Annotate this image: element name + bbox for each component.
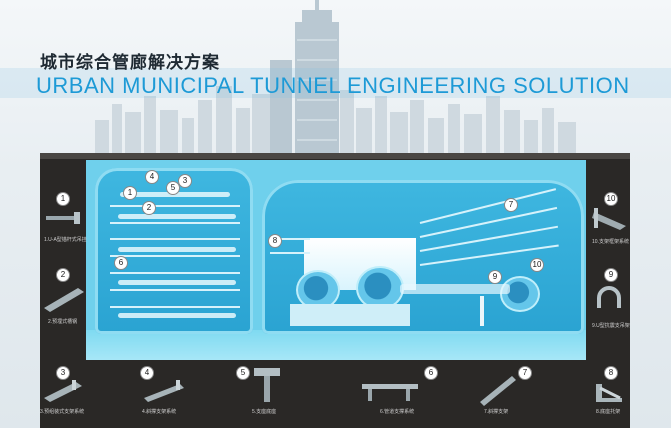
- bottom-item-7-number: 7: [518, 366, 532, 380]
- callout-9: 9: [488, 270, 502, 284]
- page-title-english: URBAN MUNICIPAL TUNNEL ENGINEERING SOLUT…: [36, 73, 630, 98]
- pipe: [400, 284, 510, 294]
- strut-icon: [144, 380, 184, 402]
- callout-2: 2: [142, 201, 156, 215]
- bottom-item-5-number: 5: [236, 366, 250, 380]
- left-item-3-label: 3.预组装式支架系统: [40, 409, 85, 415]
- cable-rack: [110, 289, 240, 291]
- tunnel-floor: [86, 330, 586, 360]
- left-item-1-label: 1.U-A型锚杆式吊挂: [44, 237, 87, 243]
- bottom-item-6-number: 6: [424, 366, 438, 380]
- callout-5: 5: [166, 181, 180, 195]
- right-item-9-label: 9.U型抗震支吊架: [592, 323, 630, 329]
- cable-rack: [110, 238, 240, 240]
- bottom-item-5-label: 5.支座底座: [252, 409, 277, 415]
- city-skyline: [95, 0, 576, 160]
- cable-rack: [110, 272, 240, 274]
- ground-surface-line: [40, 153, 630, 159]
- callout-4: 4: [145, 170, 159, 184]
- pipe: [118, 313, 236, 318]
- large-water-pipe: [500, 276, 540, 312]
- callout-3: 3: [178, 174, 192, 188]
- cable-rack: [110, 205, 240, 207]
- right-item-10-number: 10: [604, 192, 618, 206]
- right-item-8-number: 8: [604, 366, 618, 380]
- bottom-item-4-label: 4.斜撑支架系统: [142, 409, 177, 415]
- cable-rack: [110, 255, 240, 257]
- pipe-support-icon: [362, 384, 418, 401]
- pipe-plinth: [290, 304, 410, 326]
- base-plate-icon: [254, 368, 280, 402]
- right-item-8-label: 8.底座托架: [596, 409, 621, 415]
- bracket-icon: [44, 380, 82, 402]
- cable-rack: [270, 238, 310, 240]
- title-band: [0, 68, 671, 98]
- channel-rail-icon: [44, 288, 84, 312]
- support-post: [480, 296, 484, 326]
- right-item-10-label: 10.支架框架系统: [592, 239, 629, 245]
- callout-7: 7: [504, 198, 518, 212]
- cable-rack: [110, 306, 240, 308]
- diagonal-brace-icon: [480, 376, 516, 406]
- page-title-chinese: 城市综合管廊解决方案: [40, 53, 220, 72]
- callout-8: 8: [268, 234, 282, 248]
- pipe: [118, 247, 236, 252]
- callout-1: 1: [123, 186, 137, 200]
- right-item-9-number: 9: [604, 268, 618, 282]
- anchor-bolt-icon: [46, 212, 80, 224]
- bottom-item-7-label: 7.斜撑支架: [484, 409, 509, 415]
- left-item-3-number: 3: [56, 366, 70, 380]
- left-item-2-label: 2.预埋式槽钢: [48, 319, 78, 325]
- callout-10: 10: [530, 258, 544, 272]
- callout-6: 6: [114, 256, 128, 270]
- pipe: [118, 280, 236, 285]
- cable-rack: [270, 252, 310, 254]
- large-water-pipe: [356, 266, 404, 310]
- left-item-2-number: 2: [56, 268, 70, 282]
- left-item-1-number: 1: [56, 192, 70, 206]
- frame-icon: [592, 208, 626, 230]
- cable-rack: [110, 222, 240, 224]
- bottom-item-6-label: 6.管道支撑系统: [380, 409, 415, 415]
- bottom-item-4-number: 4: [140, 366, 154, 380]
- pipe: [118, 214, 236, 219]
- base-bracket-icon: [596, 384, 622, 402]
- clamp-icon: [597, 286, 621, 308]
